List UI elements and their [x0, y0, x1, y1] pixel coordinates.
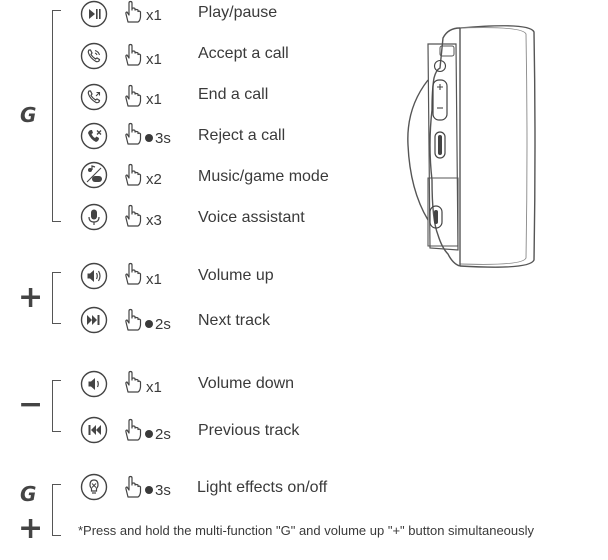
function-label: Reject a call	[198, 127, 286, 144]
press-hand-icon	[122, 0, 144, 24]
combo-plus-symbol: +	[18, 511, 44, 546]
clock-icon	[145, 320, 153, 329]
hold-duration: 3s	[145, 130, 171, 147]
press-hand-icon	[122, 204, 144, 228]
press-count: x1	[146, 91, 162, 108]
minus-button-symbol: −	[18, 387, 44, 422]
press-count: x1	[146, 379, 162, 396]
hold-hand-icon	[122, 122, 144, 146]
function-label: Music/game mode	[198, 168, 329, 185]
function-label: Previous track	[198, 422, 300, 439]
plus-button-symbol: +	[18, 280, 44, 315]
press-count: x1	[146, 7, 162, 24]
volume-down-icon	[80, 370, 108, 398]
hold-duration-text: 3s	[155, 130, 171, 147]
press-hand-icon	[122, 163, 144, 187]
next-track-icon	[80, 306, 108, 334]
function-label: Play/pause	[198, 4, 278, 21]
function-label: Next track	[198, 312, 271, 329]
g-group-bracket	[52, 10, 61, 222]
headphone-illustration	[407, 25, 536, 268]
press-hand-icon	[122, 262, 144, 286]
end-call-icon	[80, 83, 108, 111]
g-button-symbol: G	[20, 103, 36, 127]
volume-up-icon	[80, 262, 108, 290]
press-hand-icon	[122, 370, 144, 394]
play-pause-icon	[80, 0, 108, 28]
press-count: x3	[146, 212, 162, 229]
hold-hand-icon	[122, 475, 144, 499]
microphone-icon	[80, 203, 108, 231]
light-bulb-icon	[80, 473, 108, 501]
clock-icon	[145, 134, 153, 143]
function-label: Voice assistant	[198, 209, 305, 226]
hold-duration-text: 3s	[155, 482, 171, 499]
press-count: x2	[146, 171, 162, 188]
hold-hand-icon	[122, 418, 144, 442]
hold-duration-text: 2s	[155, 316, 171, 333]
hold-duration: 3s	[145, 482, 171, 499]
clock-icon	[145, 486, 153, 495]
function-label: Volume up	[198, 267, 274, 284]
clock-icon	[145, 430, 153, 439]
hold-duration-text: 2s	[155, 426, 171, 443]
footnote: *Press and hold the multi-function "G" a…	[78, 523, 535, 538]
accept-call-icon	[80, 42, 108, 70]
hold-duration: 2s	[145, 426, 171, 443]
reject-call-icon	[80, 122, 108, 150]
function-label: Accept a call	[198, 45, 289, 62]
previous-track-icon	[80, 416, 108, 444]
function-label: End a call	[198, 86, 269, 103]
press-hand-icon	[122, 84, 144, 108]
function-label: Volume down	[198, 375, 295, 392]
combo-g-symbol: G	[20, 482, 36, 506]
press-count: x1	[146, 51, 162, 68]
combo-group-bracket	[52, 484, 61, 536]
game-mode-icon	[80, 161, 108, 189]
hold-hand-icon	[122, 308, 144, 332]
function-label: Light effects on/off	[197, 479, 328, 496]
minus-group-bracket	[52, 380, 61, 432]
hold-duration: 2s	[145, 316, 171, 333]
press-count: x1	[146, 271, 162, 288]
press-hand-icon	[122, 43, 144, 67]
plus-group-bracket	[52, 272, 61, 324]
